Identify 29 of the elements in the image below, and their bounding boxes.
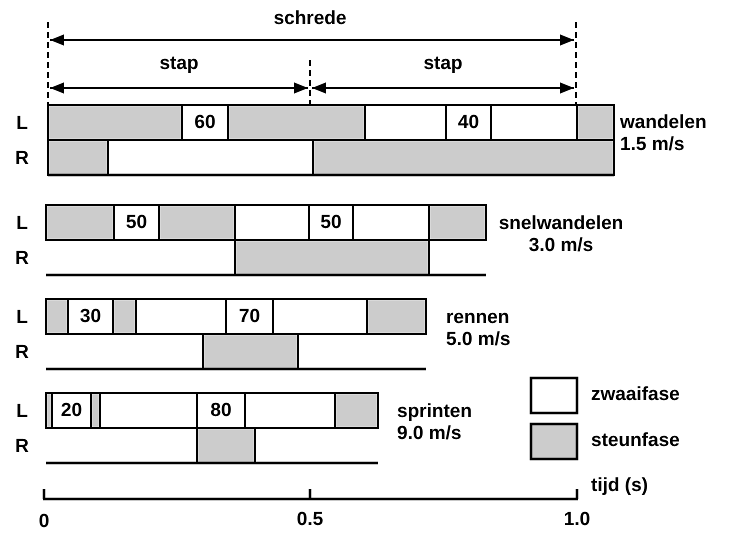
percentage-label: 40: [456, 111, 480, 135]
gait-label: rennen 5.0 m/s: [446, 307, 512, 351]
legend-label: steunfase: [591, 430, 680, 452]
percentage-label: 70: [238, 305, 262, 329]
row-label: L: [15, 213, 29, 235]
tick-label: 0.5: [296, 509, 324, 531]
row-label: R: [14, 148, 30, 170]
row-label: L: [15, 113, 29, 135]
dimension-label: stap: [422, 53, 464, 75]
percentage-label: 50: [319, 211, 343, 235]
dimension-label: stap: [158, 53, 200, 75]
gait-label: sprinten 9.0 m/s: [397, 401, 473, 445]
tick-label: 1.0: [562, 509, 592, 531]
percentage-label: 60: [193, 111, 217, 135]
percentage-label: 80: [209, 399, 233, 423]
percentage-label: 30: [78, 305, 102, 329]
gait-label: snelwandelen 3.0 m/s: [498, 213, 624, 257]
row-label: L: [15, 307, 29, 329]
percentage-label: 50: [124, 211, 148, 235]
percentage-label: 20: [60, 399, 84, 423]
axis-title: tijd (s): [591, 475, 649, 497]
row-label: L: [15, 401, 29, 423]
tick-label: 0: [38, 511, 50, 533]
gait-label: wandelen 1.5 m/s: [620, 112, 708, 156]
legend-label: zwaaifase: [591, 384, 680, 406]
dimension-label: schrede: [272, 8, 348, 30]
row-label: R: [14, 248, 30, 270]
row-label: R: [14, 342, 30, 364]
row-label: R: [14, 436, 30, 458]
